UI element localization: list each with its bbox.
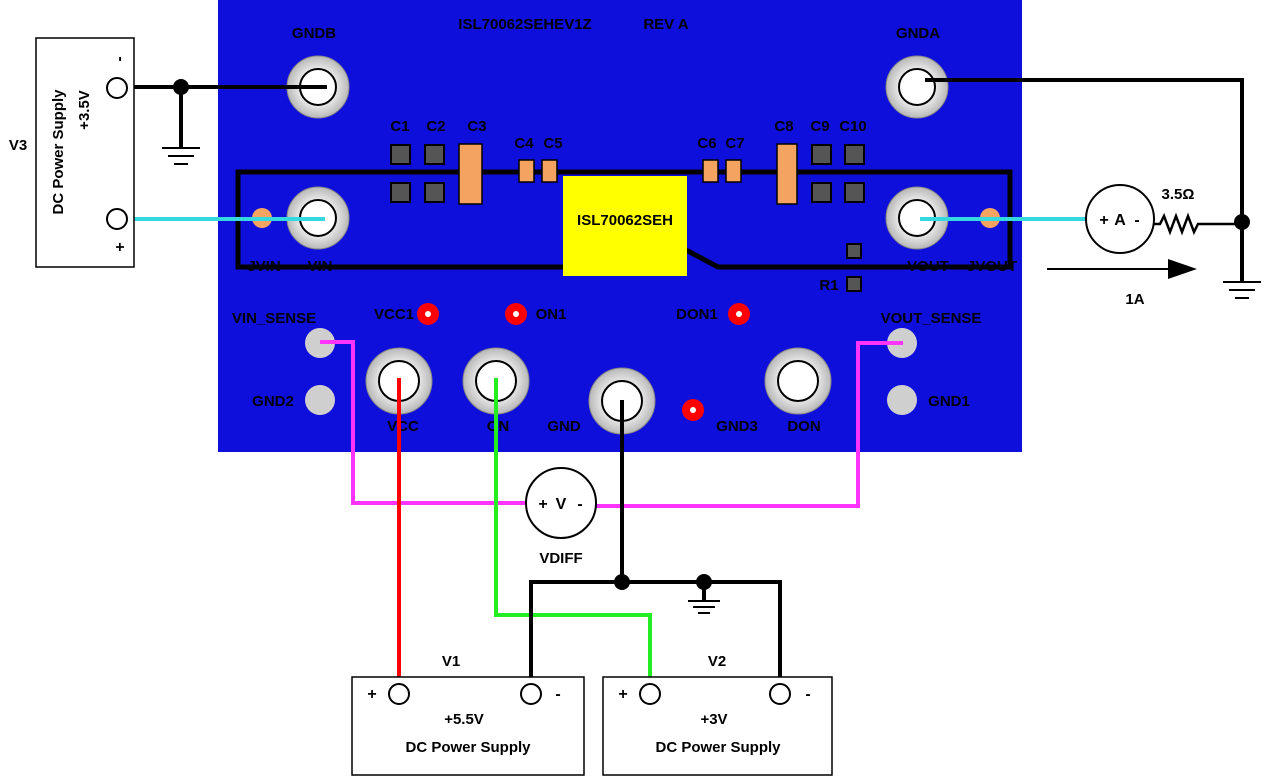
v2-plus: + <box>618 686 627 703</box>
r1-label: R1 <box>819 277 838 294</box>
c6-label: C6 <box>697 135 716 152</box>
terminal-don <box>764 347 832 415</box>
voltmeter-minus: - <box>577 496 582 513</box>
junction-gnd-right <box>696 574 712 590</box>
c4-label: C4 <box>514 135 534 152</box>
gnd2-label: GND2 <box>252 393 294 410</box>
wire-gndb <box>120 85 327 148</box>
load-resistor <box>1154 212 1242 236</box>
led-vcc1 <box>417 303 439 325</box>
ground-symbol-gnda <box>1223 281 1261 299</box>
v1-name: V1 <box>442 653 460 670</box>
junction-gnd-left <box>614 574 630 590</box>
c9-label: C9 <box>810 118 829 135</box>
vcc-label: VCC <box>387 418 419 435</box>
gnda-label: GNDA <box>896 25 940 42</box>
v3-voltage: +3.5V <box>76 90 93 130</box>
don1-label: DON1 <box>676 306 718 323</box>
v1-minus-terminal <box>520 683 542 705</box>
board-revision: REV A <box>643 16 688 33</box>
capacitor-bodies <box>458 143 798 205</box>
current-arrow-head <box>1168 259 1197 279</box>
v2-name: V2 <box>708 653 726 670</box>
supply-v3 <box>35 37 135 268</box>
ammeter-symbol: A <box>1114 212 1126 229</box>
ground-symbol-gndb <box>162 147 200 165</box>
vout-label: VOUT <box>907 258 949 275</box>
test-point-gnd1 <box>887 385 917 415</box>
v3-minus: - <box>111 56 128 61</box>
v2-minus: - <box>805 686 810 703</box>
c3-label: C3 <box>467 118 486 135</box>
resistance-label: 3.5Ω <box>1162 186 1195 203</box>
c8-label: C8 <box>774 118 793 135</box>
led-on1 <box>505 303 527 325</box>
gndb-label: GNDB <box>292 25 336 42</box>
ammeter-minus: - <box>1134 212 1139 229</box>
capacitor-pads <box>390 144 865 203</box>
led-don1 <box>728 303 750 325</box>
v3-minus-terminal <box>106 77 128 99</box>
c2-label: C2 <box>426 118 445 135</box>
v3-plus: + <box>112 242 129 251</box>
vout-sense-label: VOUT_SENSE <box>881 310 982 327</box>
jvout-label: JVOUT <box>967 258 1017 275</box>
terminal-gnda <box>885 55 949 119</box>
v2-voltage: +3V <box>700 711 727 728</box>
board-traces <box>235 169 1013 270</box>
v2-minus-terminal <box>769 683 791 705</box>
c7-label: C7 <box>725 135 744 152</box>
v3-plus-terminal <box>106 208 128 230</box>
c10-label: C10 <box>839 118 867 135</box>
vin-label: VIN <box>307 258 332 275</box>
wire-vout-sense <box>594 341 903 508</box>
v2-plus-terminal <box>639 683 661 705</box>
v1-label: DC Power Supply <box>405 739 531 756</box>
voltmeter <box>525 467 597 539</box>
wire-on <box>494 378 652 694</box>
gnd-label: GND <box>547 418 581 435</box>
regulator-chip <box>563 176 687 276</box>
voltmeter-plus: + <box>538 496 547 513</box>
v3-label: DC Power Supply <box>50 89 67 215</box>
test-point-gnd2 <box>305 385 335 415</box>
ammeter-plus: + <box>1099 212 1108 229</box>
gnd1-label: GND1 <box>928 393 970 410</box>
on1-label: ON1 <box>536 306 567 323</box>
v3-name: V3 <box>9 137 27 154</box>
ammeter <box>1085 184 1155 254</box>
v1-voltage: +5.5V <box>444 711 484 728</box>
v2-label: DC Power Supply <box>655 739 781 756</box>
r1-pads <box>846 243 862 292</box>
test-point-gnd3 <box>682 399 704 421</box>
v1-plus-terminal <box>388 683 410 705</box>
vin-sense-label: VIN_SENSE <box>232 310 316 327</box>
wire-vin-sense <box>320 340 527 505</box>
terminal-vout <box>885 186 949 250</box>
chip-label: ISL70062SEH <box>577 212 673 229</box>
voltmeter-symbol: V <box>556 496 567 513</box>
junction-gndb <box>173 79 189 95</box>
junction-load <box>1234 214 1250 230</box>
current-label: 1A <box>1125 291 1144 308</box>
c1-label: C1 <box>390 118 409 135</box>
gnd3-label: GND3 <box>716 418 758 435</box>
jvin-label: JVIN <box>247 258 280 275</box>
board-title: ISL70062SEHEV1Z <box>458 16 591 33</box>
vcc1-label: VCC1 <box>374 306 414 323</box>
c5-label: C5 <box>543 135 562 152</box>
don-label: DON <box>787 418 820 435</box>
voltmeter-name: VDIFF <box>539 550 582 567</box>
v1-plus: + <box>367 686 376 703</box>
v1-minus: - <box>555 686 560 703</box>
ground-symbol-gnd <box>688 600 720 614</box>
